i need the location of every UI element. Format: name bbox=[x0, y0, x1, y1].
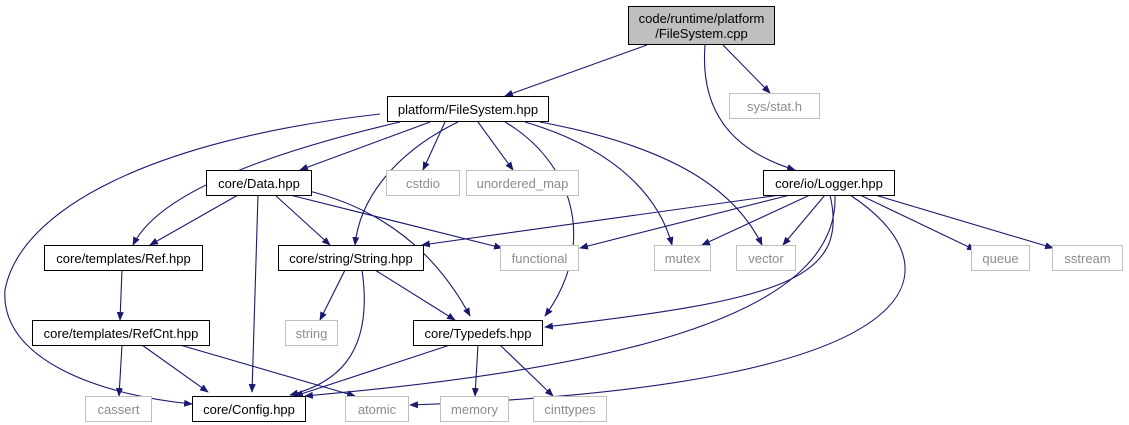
edge-refcnt-atomic bbox=[179, 344, 356, 398]
node-ref[interactable]: core/templates/Ref.hpp bbox=[44, 245, 203, 271]
node-config[interactable]: core/Config.hpp bbox=[192, 396, 306, 422]
edge-data-config bbox=[248, 194, 259, 393]
edge-fs-typedefs bbox=[504, 121, 575, 317]
node-logger[interactable]: core/io/Logger.hpp bbox=[763, 170, 895, 196]
node-string-hpp[interactable]: core/string/String.hpp bbox=[278, 245, 424, 271]
node-refcnt[interactable]: core/templates/RefCnt.hpp bbox=[32, 320, 210, 346]
edge-fs-vector bbox=[539, 121, 763, 246]
node-atomic: atomic bbox=[345, 396, 409, 422]
node-cassert: cassert bbox=[85, 396, 152, 422]
edge-root-sysstat bbox=[722, 44, 771, 94]
edge-fs-data bbox=[299, 121, 431, 171]
node-typedefs[interactable]: core/Typedefs.hpp bbox=[413, 320, 543, 346]
edge-data-typedefs bbox=[304, 189, 471, 317]
edge-data-string bbox=[274, 194, 331, 246]
node-root-line1: code/runtime/platform bbox=[638, 10, 765, 26]
edge-fs-cstdio bbox=[422, 121, 446, 171]
node-filesystem-hpp[interactable]: platform/FileSystem.hpp bbox=[387, 96, 549, 122]
edge-fs-config bbox=[4, 113, 381, 407]
edge-logger-atomic bbox=[409, 194, 906, 409]
edge-string-config bbox=[289, 269, 365, 397]
node-core-data[interactable]: core/Data.hpp bbox=[206, 170, 312, 196]
edge-logger-config bbox=[304, 194, 836, 399]
node-string-std: string bbox=[285, 320, 338, 346]
edge-typedefs-memory bbox=[471, 344, 479, 397]
node-functional: functional bbox=[500, 245, 579, 271]
edge-logger-functional bbox=[579, 194, 791, 250]
node-root-line2: /FileSystem.cpp bbox=[655, 25, 748, 41]
edge-fs-unordered bbox=[477, 121, 514, 171]
edge-logger-typedefs bbox=[544, 194, 834, 330]
edge-logger-mutex bbox=[701, 194, 811, 246]
edge-string-typedefs bbox=[374, 269, 456, 321]
node-cstdio: cstdio bbox=[386, 170, 460, 196]
edge-string-stringstd bbox=[319, 269, 346, 321]
node-unordered-map: unordered_map bbox=[466, 170, 579, 196]
edge-typedefs-cinttypes bbox=[499, 344, 554, 397]
edge-root-logger bbox=[703, 44, 796, 172]
node-mutex: mutex bbox=[654, 245, 711, 271]
node-sys-stat: sys/stat.h bbox=[729, 93, 820, 119]
edge-logger-queue bbox=[859, 194, 976, 251]
node-sstream: sstream bbox=[1052, 245, 1123, 271]
edge-refcnt-config bbox=[141, 344, 209, 393]
edge-fs-mutex bbox=[524, 121, 674, 246]
node-queue: queue bbox=[971, 245, 1030, 271]
edge-logger-string bbox=[421, 194, 781, 248]
node-root-filesystem-cpp[interactable]: code/runtime/platform /FileSystem.cpp bbox=[628, 6, 775, 45]
edge-logger-vector bbox=[782, 194, 826, 246]
edge-data-functional bbox=[289, 194, 503, 250]
edge-ref-refcnt bbox=[116, 269, 124, 321]
edge-root-filesystem bbox=[504, 44, 648, 97]
node-memory: memory bbox=[440, 396, 509, 422]
node-cinttypes: cinttypes bbox=[533, 396, 607, 422]
edge-refcnt-cassert bbox=[115, 344, 123, 397]
edge-typedefs-config bbox=[294, 344, 451, 397]
edge-logger-sstream bbox=[874, 194, 1054, 250]
node-vector: vector bbox=[736, 245, 796, 271]
edge-data-ref bbox=[149, 194, 239, 246]
